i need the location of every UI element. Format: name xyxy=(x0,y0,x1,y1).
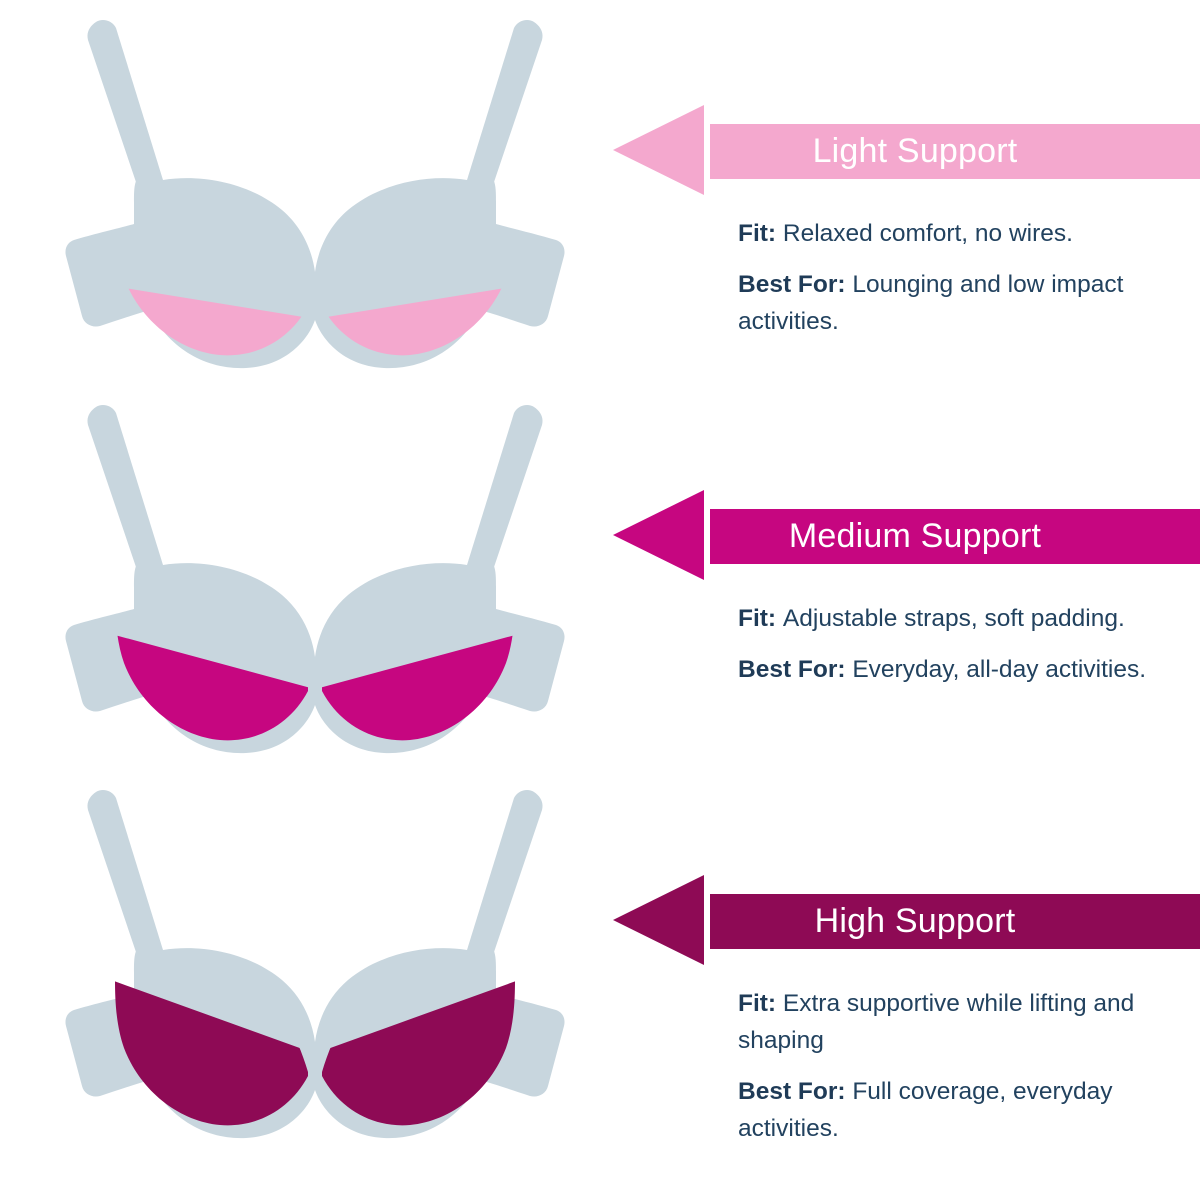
bra-illustration-high xyxy=(60,780,570,1150)
support-level-title: High Support xyxy=(814,902,1016,940)
best-for-label: Best For: xyxy=(738,656,853,683)
support-details-light: Fit: Relaxed comfort, no wires. Best For… xyxy=(738,215,1178,340)
fit-label: Fit: xyxy=(738,990,783,1017)
bra-illustration-medium xyxy=(60,395,570,765)
arrow-head-icon xyxy=(613,490,704,580)
support-details-medium: Fit: Adjustable straps, soft padding. Be… xyxy=(738,600,1178,688)
support-fill-right xyxy=(322,284,515,356)
best-for-line: Best For: Lounging and low impact activi… xyxy=(738,266,1178,340)
support-level-row: Medium Support Fit: Adjustable straps, s… xyxy=(0,385,1200,785)
best-for-line: Best For: Full coverage, everyday activi… xyxy=(738,1073,1178,1147)
fit-line: Fit: Adjustable straps, soft padding. xyxy=(738,600,1178,637)
arrow-head-icon xyxy=(613,105,704,195)
best-for-value: Lounging and low impact activities. xyxy=(738,271,1124,335)
support-details-high: Fit: Extra supportive while lifting and … xyxy=(738,985,1178,1147)
best-for-value: Full coverage, everyday activities. xyxy=(738,1078,1113,1142)
fit-value: Extra supportive while lifting and shapi… xyxy=(738,990,1135,1054)
banner-bar xyxy=(710,509,1200,564)
best-for-label: Best For: xyxy=(738,1078,853,1105)
support-level-row: Light Support Fit: Relaxed comfort, no w… xyxy=(0,0,1200,400)
banner-bar xyxy=(710,124,1200,179)
support-level-row: High Support Fit: Extra supportive while… xyxy=(0,770,1200,1170)
fit-label: Fit: xyxy=(738,605,783,632)
support-banner-medium: Medium Support xyxy=(608,485,1200,590)
bra-illustration-light xyxy=(60,10,570,380)
bra-strap-right xyxy=(467,20,543,188)
support-fill-left xyxy=(115,284,308,356)
bra-strap-right xyxy=(467,405,543,573)
support-banner-high: High Support xyxy=(608,870,1200,975)
best-for-value: Everyday, all-day activities. xyxy=(852,656,1146,683)
best-for-label: Best For: xyxy=(738,271,853,298)
banner-bar xyxy=(710,894,1200,949)
bra-strap-left xyxy=(87,790,163,958)
support-level-title: Medium Support xyxy=(788,517,1042,555)
fit-value: Relaxed comfort, no wires. xyxy=(782,220,1073,247)
arrow-head-icon xyxy=(613,875,704,965)
fit-value: Adjustable straps, soft padding. xyxy=(782,605,1125,632)
support-level-title: Light Support xyxy=(812,132,1018,170)
support-banner-light: Light Support xyxy=(608,100,1200,205)
fit-line: Fit: Extra supportive while lifting and … xyxy=(738,985,1178,1059)
bra-body xyxy=(65,178,565,369)
bra-strap-right xyxy=(467,790,543,958)
bra-strap-left xyxy=(87,405,163,573)
fit-label: Fit: xyxy=(738,220,783,247)
bra-strap-left xyxy=(87,20,163,188)
fit-line: Fit: Relaxed comfort, no wires. xyxy=(738,215,1178,252)
best-for-line: Best For: Everyday, all-day activities. xyxy=(738,651,1178,688)
